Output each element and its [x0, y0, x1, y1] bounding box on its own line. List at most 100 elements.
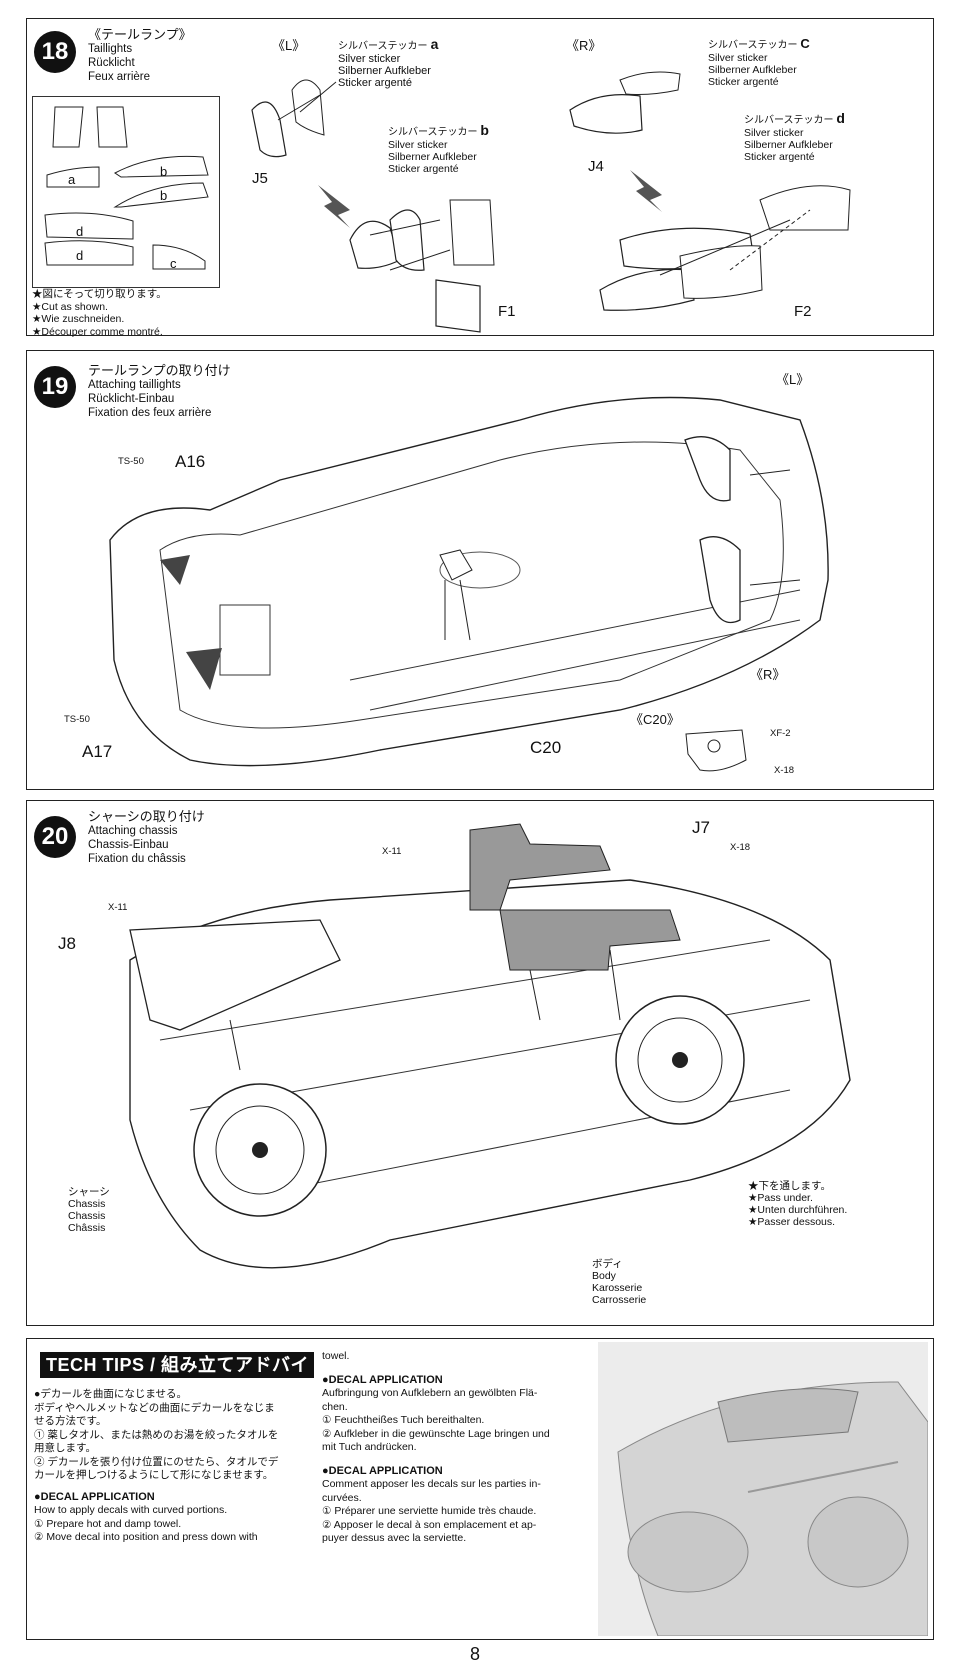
- pass-under-fr: ★Passer dessous.: [748, 1216, 836, 1228]
- taillight-left-drawing: [240, 60, 520, 335]
- paint-xf2: XF-2: [770, 728, 791, 739]
- cut-note-en: ★Cut as shown.: [32, 300, 108, 313]
- cut-note-jp: ★図にそって切り取ります。: [32, 288, 167, 300]
- tt-en-cont: towel.: [322, 1350, 350, 1362]
- sticker-a-letter: a: [430, 36, 439, 52]
- step-20-panel: [26, 800, 934, 1326]
- step-18-title: 《テールランプ》 Taillights Rücklicht Feux arriè…: [88, 28, 192, 84]
- pass-under-jp: ★下を通します。: [748, 1180, 831, 1192]
- step-18-title-jp: 《テールランプ》: [88, 27, 192, 42]
- step-20-title-fr: Fixation du châssis: [88, 853, 186, 865]
- sticker-a-en: Silver sticker: [338, 53, 401, 65]
- step-20-title-en: Attaching chassis: [88, 825, 178, 837]
- body-callout: ボディ Body Karosserie Carrosserie: [592, 1258, 646, 1306]
- tt-jp-line-6: ② デカールを張り付け位置にのせたら、タオルでデ: [34, 1455, 279, 1468]
- step-18-title-fr: Feux arrière: [88, 71, 150, 83]
- chassis-de: Chassis: [68, 1210, 106, 1222]
- cut-note: ★図にそって切り取ります。 ★Cut as shown. ★Wie zuschn…: [32, 288, 167, 338]
- sticker-c-de: Silberner Aufkleber: [708, 64, 797, 76]
- sticker-label-b1: b: [160, 164, 168, 179]
- paint-ts50-a16: TS-50: [118, 456, 144, 467]
- part-j8: J8: [58, 934, 76, 953]
- tt-jp-line-7: カールを押しつけるようにして形になじませます。: [34, 1469, 274, 1481]
- sticker-c-fr: Sticker argenté: [708, 76, 779, 88]
- sticker-b-letter: b: [480, 122, 489, 138]
- part-j4: J4: [588, 158, 604, 175]
- tt-fr-line-2: curvées.: [322, 1491, 362, 1504]
- paint-x18-c20: X-18: [774, 765, 795, 776]
- body-fr: Carrosserie: [592, 1294, 647, 1306]
- body-de: Karosserie: [592, 1282, 643, 1294]
- body-jp: ボディ: [592, 1258, 623, 1270]
- page-number: 8: [470, 1644, 481, 1664]
- sticker-a-de: Silberner Aufkleber: [338, 65, 431, 77]
- step-19-title-fr: Fixation des feux arrière: [88, 407, 212, 419]
- step-19-title-en: Attaching taillights: [88, 379, 181, 391]
- pass-under-en: ★Pass under.: [748, 1192, 813, 1204]
- tech-tips-col2: towel. ●DECAL APPLICATION Aufbringung vo…: [322, 1350, 584, 1546]
- step-19-left-tag: 《L》: [776, 372, 810, 387]
- step-19-title: テールランプの取り付け Attaching taillights Rücklic…: [88, 364, 231, 420]
- sticker-d-callout: シルバーステッカー d Silver sticker Silberner Auf…: [744, 111, 845, 163]
- step-18-title-de: Rücklicht: [88, 57, 135, 69]
- chassis-body-drawing: [90, 820, 870, 1320]
- step-18-title-en: Taillights: [88, 43, 133, 55]
- sticker-d-jp: シルバーステッカー: [744, 115, 834, 126]
- paint-ts50-a17: TS-50: [64, 714, 90, 725]
- tech-tips-col1: ●デカールを曲面になじませる。 ボディやヘルメットなどの曲面にデカールをなじま …: [34, 1388, 304, 1545]
- sticker-label-d2: d: [76, 248, 84, 263]
- sticker-label-b2: b: [160, 188, 168, 203]
- part-c20: C20: [530, 738, 562, 757]
- part-a17: A17: [82, 742, 113, 761]
- step-18-left-tag: 《L》: [272, 38, 306, 53]
- tt-de-line-5: mit Tuch andrücken.: [322, 1441, 417, 1453]
- paint-x11-left: X-11: [108, 902, 128, 913]
- part-f2: F2: [794, 303, 812, 320]
- sticker-sheet: [32, 96, 220, 288]
- step-19-title-de: Rücklicht-Einbau: [88, 393, 175, 405]
- tech-tips-panel: [26, 1338, 934, 1640]
- step-19-title-jp: テールランプの取り付け: [88, 363, 231, 378]
- sticker-a-fr: Sticker argenté: [338, 77, 412, 89]
- tt-en-line-1: How to apply decals with curved portions…: [34, 1504, 228, 1516]
- tt-de-line-1: Aufbringung von Aufklebern an gewölbten …: [322, 1387, 538, 1399]
- sticker-b-de: Silberner Aufkleber: [388, 151, 477, 163]
- step-20-number: 20: [34, 816, 76, 858]
- chassis-callout: シャーシ Chassis Chassis Châssis: [68, 1186, 110, 1234]
- step-19-number: 19: [34, 366, 76, 408]
- tech-tips-header: TECH TIPS / 組み立てアドバイス: [40, 1352, 314, 1401]
- chassis-en: Chassis: [68, 1198, 106, 1210]
- sticker-label-a: a: [68, 172, 76, 187]
- tt-de-line-4: ② Aufkleber in die gewünschte Lage bring…: [322, 1427, 550, 1440]
- chassis-jp: シャーシ: [68, 1186, 110, 1198]
- cut-note-fr: ★Découper comme montré.: [32, 325, 163, 338]
- tt-de-line-3: ① Feuchtheißes Tuch bereithalten.: [322, 1414, 485, 1426]
- step-19-panel: [26, 350, 934, 790]
- taillight-right-drawing: [560, 60, 860, 335]
- part-f1: F1: [498, 303, 516, 320]
- step-18-panel: [26, 18, 934, 336]
- tt-de-head: ●DECAL APPLICATION: [322, 1373, 443, 1386]
- sticker-b-en: Silver sticker: [388, 139, 448, 151]
- step-18-right-tag: 《R》: [566, 38, 602, 53]
- tt-jp-line-4: ① 薬しタオル、または熱めのお湯を絞ったタオルを: [34, 1428, 279, 1441]
- sticker-d-fr: Sticker argenté: [744, 151, 815, 163]
- tt-en-line-3: ② Move decal into position and press dow…: [34, 1531, 258, 1543]
- tt-en-line-2: ① Prepare hot and damp towel.: [34, 1517, 182, 1530]
- tt-jp-line-3: せる方法です。: [34, 1415, 107, 1427]
- tt-jp-line-1: ●デカールを曲面になじませる。: [34, 1388, 188, 1400]
- step-18-number: 18: [34, 31, 76, 73]
- sticker-c-callout: シルバーステッカー C Silver sticker Silberner Auf…: [708, 37, 810, 88]
- tt-fr-line-3: ① Préparer une serviette humide très cha…: [322, 1505, 537, 1517]
- tt-de-line-2: chen.: [322, 1400, 348, 1413]
- sticker-shapes: [44, 106, 209, 270]
- tt-fr-line-4: ② Apposer le decal à son emplacement et …: [322, 1518, 537, 1531]
- body-en: Body: [592, 1270, 616, 1282]
- decal-application-photo: [598, 1342, 928, 1636]
- sticker-a-callout: シルバーステッカー a Silver sticker Silberner Auf…: [338, 36, 439, 89]
- car-body-rear-drawing: [100, 380, 840, 790]
- part-a16: A16: [175, 452, 206, 471]
- step-20-title: シャーシの取り付け Attaching chassis Chassis-Einb…: [88, 810, 205, 866]
- tt-fr-line-1: Comment apposer les decals sur les parti…: [322, 1478, 541, 1490]
- pass-under-note: ★下を通します。 ★Pass under. ★Unten durchführen…: [748, 1180, 847, 1228]
